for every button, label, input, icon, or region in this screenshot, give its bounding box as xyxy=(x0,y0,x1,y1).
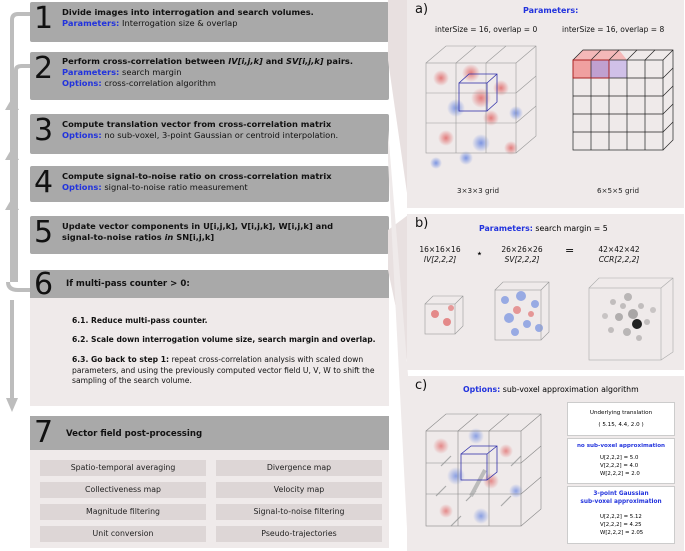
substep-bold: 6.3. Go back to step 1: xyxy=(72,355,170,364)
underlying-value: ( 5.15, 4.4, 2.0 ) xyxy=(598,422,644,428)
step-desc: no sub-voxel, 3-point Gaussian or centro… xyxy=(104,130,339,140)
iv-size: 16×16×16 xyxy=(419,245,461,254)
cube-6x5x5 xyxy=(572,49,674,151)
panel-label: b) xyxy=(415,216,429,231)
title-part: Update vector components in U[i,j,k], V[… xyxy=(62,221,334,231)
left-param: interSize = 16, overlap = 0 xyxy=(435,25,538,34)
parameters-label: Parameters: xyxy=(62,67,120,77)
panel-b: b) Parameters: search margin = 5 16×16×1… xyxy=(407,214,684,370)
step-4: 4 Compute signal-to-noise ratio on cross… xyxy=(30,166,389,202)
title-part: in xyxy=(164,232,174,242)
step-number: 7 xyxy=(34,415,54,450)
cube-vector-field xyxy=(425,413,542,527)
postproc-item: Pseudo-trajectories xyxy=(216,526,382,542)
gauss-title-1: 3-point Gaussian xyxy=(593,491,649,497)
title-part: signal-to-noise ratios xyxy=(62,232,165,242)
substep-6-1: 6.1. Reduce multi-pass counter. xyxy=(72,316,208,325)
nosub-v: V[2,2,2] = 4.0 xyxy=(600,463,639,469)
nosub-w: W[2,2,2] = 2.0 xyxy=(600,471,640,477)
step-title: Compute signal-to-noise ratio on cross-c… xyxy=(62,171,332,181)
ccr-cube xyxy=(588,277,674,361)
step-title: Compute translation vector from cross-co… xyxy=(62,119,332,129)
postproc-item: Collectiveness map xyxy=(40,482,206,498)
parameters-label: Parameters: xyxy=(62,18,120,28)
underlying-translation-box: Underlying translation ( 5.15, 4.4, 2.0 … xyxy=(567,402,675,436)
postproc-item: Divergence map xyxy=(216,460,382,476)
panel-desc: search margin = 5 xyxy=(535,224,608,233)
ccr-name: CCR[2,2,2] xyxy=(598,255,640,264)
panel-heading: Parameters: xyxy=(523,6,579,15)
underlying-title: Underlying translation xyxy=(589,410,653,416)
panel-label: c) xyxy=(415,378,428,393)
parameters-label: Parameters: xyxy=(479,224,533,233)
postproc-item: Spatio-temporal averaging xyxy=(40,460,206,476)
step-6-panel: 6 If multi-pass counter > 0: 6.1. Reduce… xyxy=(30,267,389,406)
nosub-u: U[2,2,2] = 5.0 xyxy=(600,455,639,461)
step-number: 3 xyxy=(34,113,54,148)
equals-sign: = xyxy=(565,244,575,257)
right-caption: 6×5×5 grid xyxy=(596,186,640,195)
title-part: IV[i,j,k] xyxy=(228,56,263,66)
no-subvoxel-box: no sub-voxel approximation U[2,2,2] = 5.… xyxy=(567,438,675,484)
title-part: SV[i,j,k] xyxy=(286,56,324,66)
gauss-u: U[2,2,2] = 5.12 xyxy=(600,514,642,520)
substep-6-3: 6.3. Go back to step 1: repeat cross-cor… xyxy=(72,355,380,387)
postproc-item: Signal-to-noise filtering xyxy=(216,504,382,520)
title-part: Perform cross-correlation between xyxy=(62,56,229,66)
nosub-title: no sub-voxel approximation xyxy=(576,443,666,449)
right-param: interSize = 16, overlap = 8 xyxy=(562,25,665,34)
convolution-star: ⋆ xyxy=(476,247,483,260)
step-title: Vector field post-processing xyxy=(66,429,203,439)
substep-6-2: 6.2. Scale down interrogation volume siz… xyxy=(72,335,376,344)
connector-wedges xyxy=(388,0,408,548)
ccr-size: 42×42×42 xyxy=(598,245,640,254)
sv-cube xyxy=(494,281,550,341)
step-title: Divide images into interrogation and sea… xyxy=(62,7,314,17)
step-desc: cross-correlation algorithm xyxy=(104,78,217,88)
step-1: 1 Divide images into interrogation and s… xyxy=(30,2,389,42)
options-label: Options: xyxy=(62,78,102,88)
left-caption: 3×3×3 grid xyxy=(456,186,500,195)
title-part: and xyxy=(262,56,287,66)
gauss-v: V[2,2,2] = 4.25 xyxy=(600,522,642,528)
title-part: pairs. xyxy=(323,56,353,66)
gaussian-box: 3-point Gaussian sub-voxel approximation… xyxy=(567,486,675,544)
step-desc: search margin xyxy=(122,67,182,77)
postproc-item: Velocity map xyxy=(216,482,382,498)
sv-size: 26×26×26 xyxy=(501,245,543,254)
title-part: SN[i,j,k] xyxy=(173,232,215,242)
step-desc: signal-to-noise ratio measurement xyxy=(104,182,248,192)
step-number: 2 xyxy=(34,51,54,86)
step-desc: Interrogation size & overlap xyxy=(122,18,238,28)
cube-3x3x3 xyxy=(425,45,537,169)
step-7-panel: 7 Vector field post-processing Spatio-te… xyxy=(30,416,389,548)
gauss-title-2: sub-voxel approximation xyxy=(580,499,662,505)
panel-c: c) Options: sub-voxel approximation algo… xyxy=(407,376,684,551)
panel-desc: sub-voxel approximation algorithm xyxy=(502,385,639,394)
panel-label: a) xyxy=(415,2,429,17)
step-number: 6 xyxy=(34,267,54,302)
step-number: 4 xyxy=(34,165,54,200)
options-label: Options: xyxy=(62,182,102,192)
step-2: 2 Perform cross-correlation between IV[i… xyxy=(30,52,389,100)
step-number: 5 xyxy=(34,215,54,250)
options-label: Options: xyxy=(62,130,102,140)
substep-rest: repeat cross-correlation analysis with s… xyxy=(72,355,375,385)
options-label: Options: xyxy=(463,385,501,394)
step-5: 5 Update vector components in U[i,j,k], … xyxy=(30,216,389,254)
postproc-item: Unit conversion xyxy=(40,526,206,542)
postproc-item: Magnitude filtering xyxy=(40,504,206,520)
sv-name: SV[2,2,2] xyxy=(504,255,540,264)
step-number: 1 xyxy=(34,1,54,36)
iv-name: IV[2,2,2] xyxy=(423,255,457,264)
gauss-w: W[2,2,2] = 2.05 xyxy=(600,530,644,536)
panel-a: a) Parameters: interSize = 16, overlap =… xyxy=(407,0,684,208)
step-title: If multi-pass counter > 0: xyxy=(66,279,190,289)
iv-cube xyxy=(424,295,464,335)
step-3: 3 Compute translation vector from cross-… xyxy=(30,114,389,154)
